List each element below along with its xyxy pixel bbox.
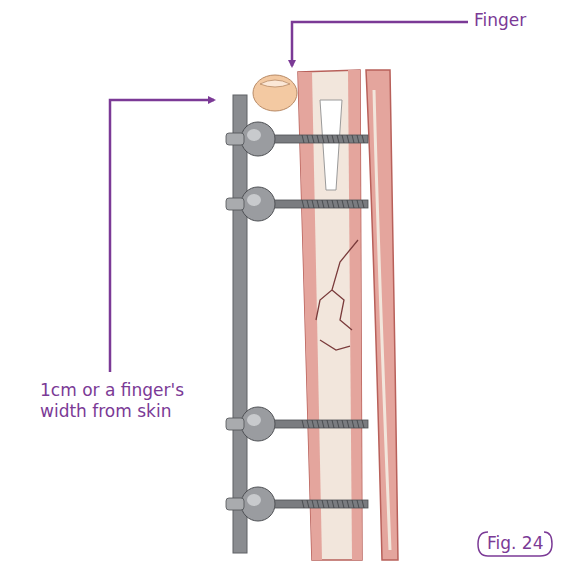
screw-thread: [337, 200, 339, 208]
screw-thread: [347, 420, 349, 428]
screw-thread: [317, 420, 319, 428]
screw-thread: [332, 200, 334, 208]
screw-thread: [317, 500, 319, 508]
screw-thread: [342, 200, 344, 208]
screw-thread: [357, 500, 359, 508]
medullary-canal: [320, 100, 342, 190]
screw-thread: [327, 420, 329, 428]
screw-thread: [302, 500, 304, 508]
screw-thread: [362, 500, 364, 508]
screw-thread: [337, 135, 339, 143]
screw-thread: [322, 500, 324, 508]
fibula: [366, 70, 398, 560]
screw-thread: [302, 135, 304, 143]
screw-thread: [352, 500, 354, 508]
screw-thread: [332, 500, 334, 508]
tibia-cortex: [298, 72, 322, 560]
screw-thread: [337, 500, 339, 508]
screw-thread: [347, 500, 349, 508]
figure-caption: Fig. 24: [487, 533, 544, 554]
callout-label: 1cm or a finger's width from skin: [40, 380, 200, 423]
screw-thread: [342, 135, 344, 143]
screw-thread: [317, 200, 319, 208]
fracture-lines: [316, 240, 358, 350]
screw-thread: [302, 420, 304, 428]
leader-line: [292, 22, 468, 66]
screw-thread: [322, 200, 324, 208]
screw-thread: [357, 200, 359, 208]
connecting-rod: [233, 95, 247, 553]
finger-section: [253, 75, 297, 111]
screw-thread: [332, 420, 334, 428]
screw-thread: [307, 200, 309, 208]
tibia-cortex: [348, 70, 362, 560]
screw-thread: [327, 500, 329, 508]
callout-label: Finger: [474, 10, 564, 31]
screw-thread: [337, 420, 339, 428]
screw-thread: [347, 200, 349, 208]
fingernail: [260, 80, 290, 87]
screw-thread: [307, 135, 309, 143]
screw-thread: [352, 135, 354, 143]
screw-thread: [342, 500, 344, 508]
screw-thread: [332, 135, 334, 143]
caption-bracket: [478, 532, 552, 556]
screw-thread: [362, 135, 364, 143]
tibia-outline: [298, 70, 362, 560]
screw-thread: [357, 420, 359, 428]
screw-thread: [312, 135, 314, 143]
screw-thread: [342, 420, 344, 428]
screw-thread: [307, 420, 309, 428]
screw-thread: [312, 420, 314, 428]
screw-thread: [307, 500, 309, 508]
pins-and-clamps: [226, 122, 368, 521]
screw-thread: [327, 200, 329, 208]
screw-thread: [312, 200, 314, 208]
screw-thread: [347, 135, 349, 143]
screw-thread: [312, 500, 314, 508]
screw-thread: [362, 200, 364, 208]
screw-thread: [322, 420, 324, 428]
screw-thread: [362, 420, 364, 428]
screw-thread: [317, 135, 319, 143]
screw-thread: [352, 420, 354, 428]
leader-line: [110, 100, 214, 372]
screw-thread: [327, 135, 329, 143]
screw-thread: [357, 135, 359, 143]
screw-thread: [322, 135, 324, 143]
screw-thread: [302, 200, 304, 208]
screw-thread: [352, 200, 354, 208]
fibula-canal: [374, 90, 390, 550]
